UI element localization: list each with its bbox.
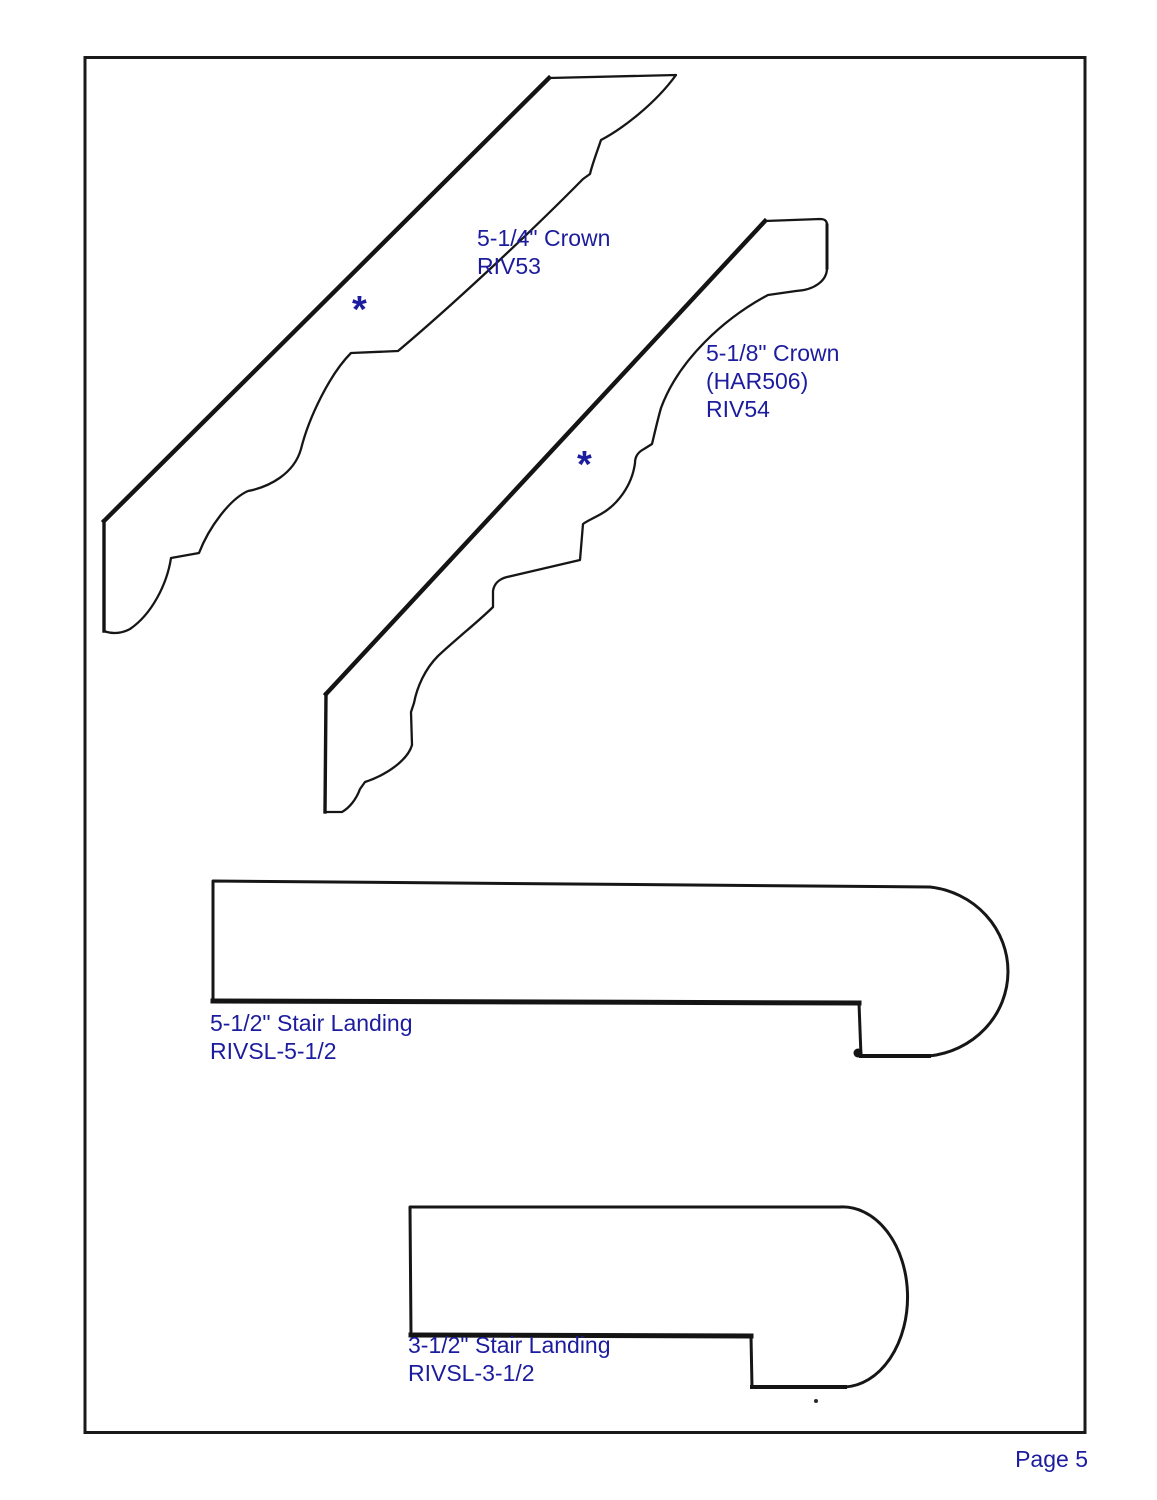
stair-landing-5-1-2-outline bbox=[211, 879, 1010, 1058]
stair-landing-5-1-2-label-line-1: 5-1/2" Stair Landing bbox=[210, 1010, 413, 1036]
page-number: Page 5 bbox=[1015, 1446, 1088, 1472]
stair-landing-3-1-2-label-line-2: RIVSL-3-1/2 bbox=[408, 1360, 535, 1386]
stair-landing-3-1-2-label: 3-1/2" Stair Landing RIVSL-3-1/2 bbox=[408, 1331, 611, 1387]
crown-riv53-back-edge bbox=[100, 74, 553, 525]
crown-riv54-back-edge bbox=[322, 217, 769, 698]
stair-landing-5-1-2-label: 5-1/2" Stair Landing RIVSL-5-1/2 bbox=[210, 1009, 413, 1065]
asterisk-marker-riv53: * bbox=[352, 289, 367, 331]
crown-riv53-profile-outline bbox=[102, 73, 678, 635]
crown-riv54-label: 5-1/8" Crown (HAR506) RIV54 bbox=[706, 339, 839, 423]
stair-landing-3-1-2-outline bbox=[408, 1205, 909, 1389]
crown-riv54-end-cap-edge bbox=[323, 692, 328, 814]
stair-landing-5-1-2-bottom-edge bbox=[210, 998, 862, 1006]
crown-riv54-label-line-3: RIV54 bbox=[706, 396, 770, 422]
page-border bbox=[83, 56, 1087, 1434]
crown-riv53-label: 5-1/4" Crown RIV53 bbox=[477, 224, 610, 280]
stair-landing-3-1-2-bottom-edge bbox=[408, 1332, 754, 1339]
stair-landing-3-1-2-label-line-1: 3-1/2" Stair Landing bbox=[408, 1332, 611, 1358]
asterisk-marker-riv54: * bbox=[577, 444, 592, 486]
stair-landing-5-1-2-label-line-2: RIVSL-5-1/2 bbox=[210, 1038, 337, 1064]
scan-dot bbox=[853, 1048, 863, 1058]
crown-riv54-profile-outline bbox=[323, 217, 829, 814]
crown-riv54-label-line-2: (HAR506) bbox=[706, 368, 809, 394]
crown-riv54-label-line-1: 5-1/8" Crown bbox=[706, 340, 840, 366]
crown-riv53-label-line-1: 5-1/4" Crown bbox=[477, 225, 611, 251]
scan-speck bbox=[814, 1399, 818, 1403]
crown-riv53-label-line-2: RIV53 bbox=[477, 253, 541, 279]
